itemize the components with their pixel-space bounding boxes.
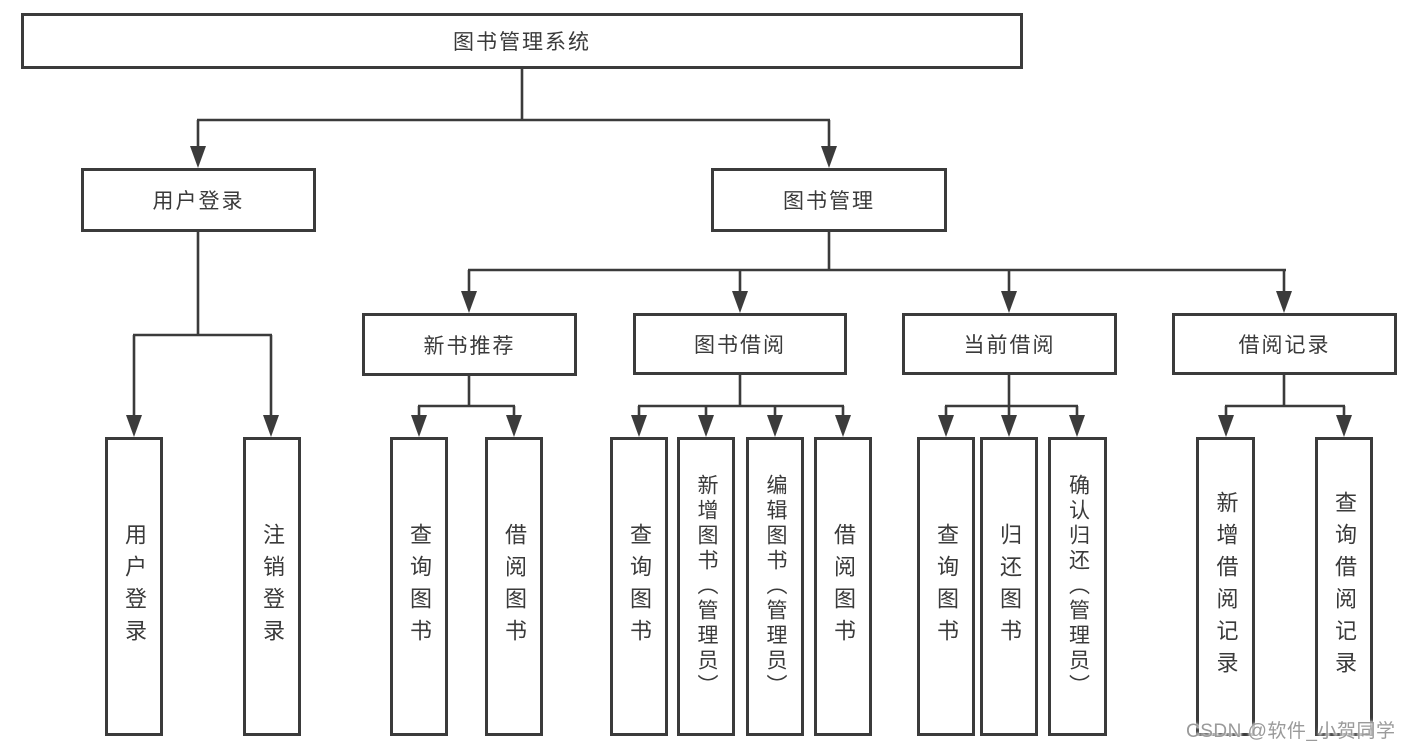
- node-book-management-label: 图书管理: [783, 190, 875, 213]
- leaf-return-books: 归还图书: [980, 437, 1038, 736]
- leaf-query-books-2: 查询图书: [610, 437, 668, 736]
- leaf-confirm-return-admin: 确认归还（管理员）: [1048, 437, 1107, 736]
- leaf-logout: 注销登录: [243, 437, 301, 736]
- leaf-borrow-books-1: 借阅图书: [485, 437, 543, 736]
- leaf-confirm-return-admin-label: 确认归还（管理员）: [1066, 474, 1090, 699]
- node-current-borrowing: 当前借阅: [902, 313, 1117, 375]
- leaf-return-books-label: 归还图书: [997, 522, 1022, 651]
- node-current-borrowing-label: 当前借阅: [963, 334, 1056, 357]
- leaf-edit-books-admin: 编辑图书（管理员）: [746, 437, 804, 736]
- leaf-query-borrow-record-label: 查询借阅记录: [1332, 490, 1357, 683]
- node-root: 图书管理系统: [21, 13, 1023, 69]
- node-new-book-recommend-label: 新书推荐: [423, 334, 516, 358]
- leaf-query-books-2-label: 查询图书: [627, 522, 652, 651]
- node-root-label: 图书管理系统: [453, 31, 591, 54]
- node-borrowing-records-label: 借阅记录: [1238, 334, 1331, 357]
- leaf-borrow-books-2-label: 借阅图书: [831, 522, 856, 651]
- leaf-query-books-3-label: 查询图书: [934, 522, 959, 651]
- leaf-add-books-admin-label: 新增图书（管理员）: [695, 474, 718, 699]
- leaf-query-borrow-record: 查询借阅记录: [1315, 437, 1373, 736]
- leaf-query-books-1: 查询图书: [390, 437, 448, 736]
- node-book-borrowing: 图书借阅: [633, 313, 847, 375]
- leaf-add-borrow-record: 新增借阅记录: [1196, 437, 1255, 736]
- node-borrowing-records: 借阅记录: [1172, 313, 1397, 375]
- node-book-management: 图书管理: [711, 168, 947, 232]
- leaf-logout-label: 注销登录: [260, 522, 285, 651]
- leaf-edit-books-admin-label: 编辑图书（管理员）: [764, 474, 787, 699]
- csdn-watermark: CSDN @软件_小贺同学: [1186, 721, 1396, 742]
- leaf-user-login: 用户登录: [105, 437, 163, 736]
- leaf-query-books-1-label: 查询图书: [407, 522, 432, 651]
- leaf-borrow-books-1-label: 借阅图书: [502, 522, 527, 651]
- leaf-add-books-admin: 新增图书（管理员）: [677, 437, 735, 736]
- node-user-login-label: 用户登录: [152, 190, 245, 213]
- node-new-book-recommend: 新书推荐: [362, 313, 577, 376]
- leaf-query-books-3: 查询图书: [917, 437, 975, 736]
- node-book-borrowing-label: 图书借阅: [694, 334, 786, 357]
- leaf-borrow-books-2: 借阅图书: [814, 437, 872, 736]
- leaf-user-login-label: 用户登录: [122, 522, 147, 651]
- leaf-add-borrow-record-label: 新增借阅记录: [1213, 490, 1239, 683]
- node-user-login: 用户登录: [81, 168, 316, 232]
